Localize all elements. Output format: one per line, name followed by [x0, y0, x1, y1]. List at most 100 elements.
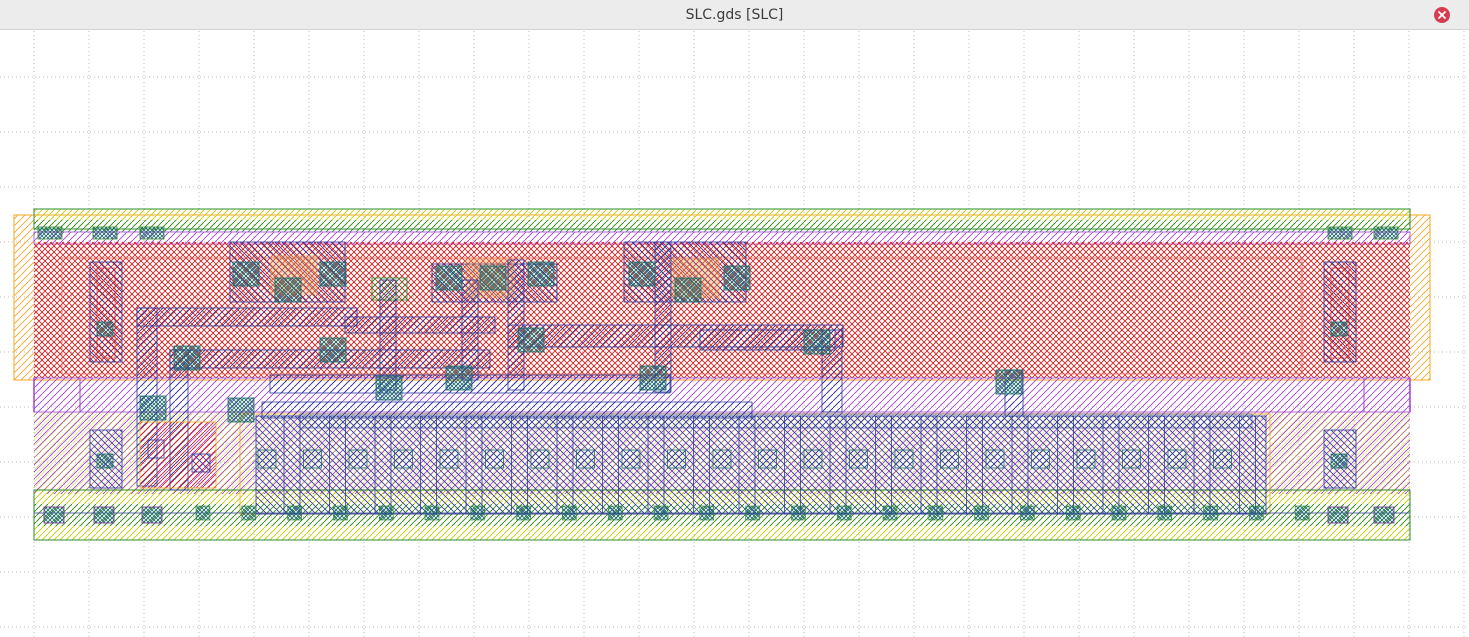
- gnd-tap-contact: [928, 505, 944, 521]
- gnd-tap-contact: [424, 505, 440, 521]
- layout-drawing[interactable]: [0, 30, 1469, 637]
- nmos-source-contact: [1213, 449, 1232, 469]
- vdd-contact: [1373, 226, 1399, 240]
- nmos-source-contact: [667, 449, 686, 469]
- nmos-source-contact: [439, 449, 459, 469]
- nmos-gate-finger: [1011, 415, 1029, 515]
- tap-contact: [96, 321, 114, 337]
- gnd-tap-contact: [745, 505, 760, 521]
- nmos-gate-finger: [1193, 415, 1211, 515]
- via-contact: [173, 345, 201, 371]
- input-contact: [147, 439, 165, 459]
- well-tap-right-poly: [1330, 267, 1350, 359]
- gnd-tap-contact: [1020, 505, 1035, 521]
- gnd-tap-contact: [378, 505, 394, 521]
- nmos-source-contact: [303, 449, 322, 469]
- nmos-fingers: [257, 415, 1256, 515]
- via-contact: [639, 365, 667, 391]
- nmos-source-contact: [576, 449, 595, 469]
- via-contact: [479, 265, 507, 291]
- vdd-active-strip: [34, 220, 1410, 232]
- gnd-tap-contact: [241, 505, 257, 521]
- nmos-gate-finger: [1148, 415, 1165, 515]
- nmos-source-contact: [894, 449, 914, 469]
- gnd-tap-contact: [333, 505, 348, 521]
- via-contact: [995, 369, 1023, 395]
- via-contact: [517, 327, 545, 353]
- nmos-source-contact: [485, 449, 504, 469]
- gnd-tap-contact: [1065, 505, 1081, 521]
- via-contact: [723, 265, 751, 291]
- via-contact: [227, 397, 255, 423]
- nmos-source-contact: [985, 449, 1005, 469]
- tap-contact: [1330, 321, 1348, 337]
- gnd-contact: [1327, 506, 1349, 524]
- nmos-source-contact: [257, 449, 277, 469]
- gnd-tap-contact: [1294, 505, 1310, 521]
- nmos-source-contact: [1167, 449, 1187, 469]
- gnd-tap-contact: [653, 505, 669, 521]
- window-title: SLC.gds [SLC]: [685, 7, 784, 23]
- nwell-edge-right: [1410, 215, 1430, 380]
- via-contact: [674, 277, 702, 303]
- vdd-contact: [1327, 226, 1353, 240]
- via-contact: [527, 261, 555, 287]
- vdd-contact: [92, 226, 118, 240]
- nmos-source-contact: [621, 449, 641, 469]
- gnd-contact: [43, 506, 65, 524]
- nmos-source-contact: [1031, 449, 1050, 469]
- gnd-tap-contact: [791, 505, 806, 521]
- via-contact: [375, 375, 403, 401]
- tap-contact: [96, 453, 114, 469]
- nmos-source-contact: [1122, 449, 1141, 469]
- gnd-tap-contact: [699, 505, 715, 521]
- gnd-tap-contact: [287, 505, 302, 521]
- nmos-source-contact: [530, 449, 550, 469]
- nmos-source-contact: [1076, 449, 1096, 469]
- nmos-source-contact: [394, 449, 413, 469]
- via-contact: [232, 261, 260, 287]
- via-contact: [628, 261, 656, 287]
- gnd-tap-contact: [974, 505, 989, 521]
- gnd-tap-contact: [470, 505, 486, 521]
- gnd-contact: [1373, 506, 1395, 524]
- gnd-tap-contact: [562, 505, 577, 521]
- input-contact-2: [191, 453, 211, 473]
- nmos-source-contact: [348, 449, 368, 469]
- gnd-tap-contact: [516, 505, 531, 521]
- nmos-gate-finger: [1057, 415, 1074, 515]
- well-tap-left-poly: [96, 267, 116, 359]
- nmos-gate-finger: [1102, 415, 1120, 515]
- layout-canvas[interactable]: [0, 30, 1469, 637]
- gnd-tap-contact: [882, 505, 898, 521]
- gnd-tap-contact: [1203, 505, 1218, 521]
- via-contact: [274, 277, 302, 303]
- gnd-tap-contact: [607, 505, 623, 521]
- nwell-edge-left: [14, 215, 34, 380]
- gnd-contact: [141, 506, 163, 524]
- via-contact: [435, 265, 463, 291]
- nmos-source-contact: [940, 449, 959, 469]
- vdd-contact: [37, 226, 63, 240]
- gnd-tap-contact: [1249, 505, 1264, 521]
- via-contact: [139, 395, 167, 421]
- nmos-source-contact: [849, 449, 868, 469]
- close-icon[interactable]: [1434, 7, 1450, 23]
- via-contact: [445, 365, 473, 391]
- nmos-source-contact: [712, 449, 732, 469]
- gnd-tap-contact: [195, 505, 211, 521]
- nmos-source-contact: [803, 449, 823, 469]
- via-contact: [803, 329, 831, 355]
- nmos-finger-array: [255, 413, 1267, 515]
- gnd-tap-contact: [1111, 505, 1127, 521]
- window-titlebar: SLC.gds [SLC]: [0, 0, 1469, 30]
- contacts-layer: [37, 226, 1399, 524]
- via-contact: [319, 337, 347, 363]
- tap-contact: [1330, 453, 1348, 469]
- via-contact: [319, 261, 347, 287]
- nmos-gate-finger: [1239, 415, 1256, 515]
- vdd-contact: [139, 226, 165, 240]
- nmos-source-contact: [758, 449, 777, 469]
- gnd-contact: [93, 506, 115, 524]
- gnd-tap-contact: [1157, 505, 1173, 521]
